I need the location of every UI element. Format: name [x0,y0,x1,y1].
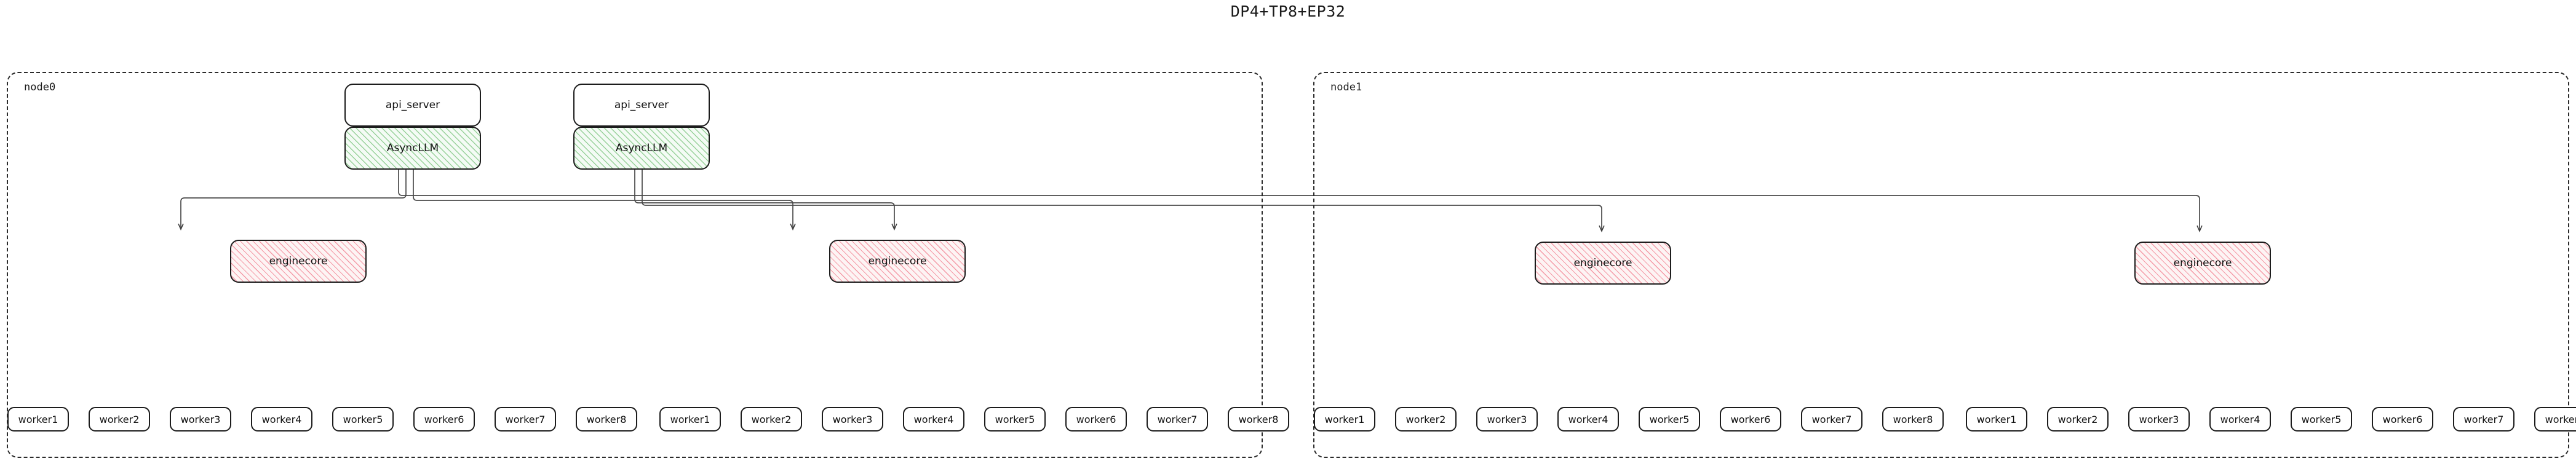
worker-label: worker1 [18,413,58,425]
enginecore-label: enginecore [868,255,927,267]
node1-group1-worker-6[interactable]: worker6 [2372,407,2433,432]
worker-label: worker5 [2301,413,2342,425]
node0-server0-asyncllm[interactable]: AsyncLLM [344,127,481,170]
worker-label: worker6 [2382,413,2423,425]
worker-label: worker4 [261,413,302,425]
node0-group1-worker-3[interactable]: worker3 [822,407,883,432]
worker-label: worker7 [1157,413,1198,425]
node0-engine0[interactable]: enginecore [230,240,367,283]
node0-group1-worker-5[interactable]: worker5 [984,407,1046,432]
node0-group0-worker-1[interactable]: worker1 [7,407,69,432]
worker-label: worker8 [2545,413,2576,425]
node1-group0-worker-2[interactable]: worker2 [1395,407,1457,432]
worker-label: worker5 [343,413,383,425]
worker-label: worker8 [586,413,627,425]
worker-label: worker2 [2057,413,2098,425]
node0-group0-worker-5[interactable]: worker5 [332,407,394,432]
node0-group0-worker-6[interactable]: worker6 [413,407,475,432]
worker-label: worker6 [424,413,464,425]
worker-label: worker7 [2463,413,2504,425]
node0-group1-worker-6[interactable]: worker6 [1065,407,1127,432]
worker-label: worker2 [99,413,140,425]
node0-group0-worker-2[interactable]: worker2 [89,407,150,432]
worker-label: worker1 [1976,413,2017,425]
asyncllm-label: AsyncLLM [386,142,439,154]
worker-label: worker3 [2139,413,2179,425]
worker-label: worker2 [751,413,792,425]
api-server-label: api_server [614,99,669,111]
enginecore-label: enginecore [269,255,328,267]
node0-group1-worker-1[interactable]: worker1 [659,407,721,432]
worker-label: worker6 [1076,413,1116,425]
worker-label: worker4 [2220,413,2260,425]
enginecore-label: enginecore [1573,257,1632,269]
node1-engine1[interactable]: enginecore [2134,242,2271,285]
page-title: DP4+TP8+EP32 [1230,2,1346,20]
node1-group0-worker-3[interactable]: worker3 [1476,407,1538,432]
node-label-node1: node1 [1330,81,1362,93]
node0-server1-api-server[interactable]: api_server [573,84,710,127]
node-container-node0: node0 [7,72,1263,458]
node1-group0-worker-4[interactable]: worker4 [1557,407,1619,432]
worker-label: worker5 [995,413,1035,425]
node1-group1-worker-2[interactable]: worker2 [2047,407,2109,432]
node0-group1-worker-8[interactable]: worker8 [1228,407,1289,432]
asyncllm-label: AsyncLLM [615,142,668,154]
worker-label: worker1 [670,413,710,425]
node0-group1-worker-7[interactable]: worker7 [1147,407,1208,432]
worker-label: worker7 [505,413,546,425]
node-container-node1: node1 [1313,72,2569,458]
node0-group0-worker-8[interactable]: worker8 [576,407,637,432]
node1-group0-worker-6[interactable]: worker6 [1720,407,1781,432]
worker-label: worker4 [1568,413,1608,425]
node1-group0-worker-5[interactable]: worker5 [1639,407,1700,432]
node1-group1-worker-7[interactable]: worker7 [2453,407,2514,432]
node0-server1-asyncllm[interactable]: AsyncLLM [573,127,710,170]
worker-label: worker4 [913,413,954,425]
node0-group0-worker-7[interactable]: worker7 [495,407,556,432]
node1-group0-worker-8[interactable]: worker8 [1882,407,1944,432]
node0-server0-api-server[interactable]: api_server [344,84,481,127]
enginecore-label: enginecore [2173,257,2232,269]
worker-label: worker3 [832,413,873,425]
node0-group1-worker-2[interactable]: worker2 [741,407,802,432]
node0-engine1[interactable]: enginecore [829,240,966,283]
node-label-node0: node0 [24,81,56,93]
worker-label: worker7 [1811,413,1852,425]
worker-label: worker5 [1649,413,1690,425]
worker-label: worker3 [180,413,221,425]
worker-label: worker8 [1893,413,1933,425]
api-server-label: api_server [385,99,440,111]
worker-label: worker2 [1405,413,1446,425]
node0-group0-worker-4[interactable]: worker4 [251,407,312,432]
node1-group1-worker-1[interactable]: worker1 [1966,407,2027,432]
node1-group1-worker-8[interactable]: worker8 [2534,407,2576,432]
worker-label: worker1 [1324,413,1365,425]
worker-label: worker6 [1730,413,1771,425]
worker-label: worker8 [1238,413,1279,425]
node0-group0-worker-3[interactable]: worker3 [170,407,231,432]
worker-label: worker3 [1487,413,1527,425]
node1-group0-worker-1[interactable]: worker1 [1314,407,1375,432]
node1-engine0[interactable]: enginecore [1535,242,1671,285]
node1-group0-worker-7[interactable]: worker7 [1801,407,1862,432]
node0-group1-worker-4[interactable]: worker4 [903,407,964,432]
node1-group1-worker-3[interactable]: worker3 [2128,407,2190,432]
node1-group1-worker-5[interactable]: worker5 [2291,407,2352,432]
node1-group1-worker-4[interactable]: worker4 [2209,407,2271,432]
